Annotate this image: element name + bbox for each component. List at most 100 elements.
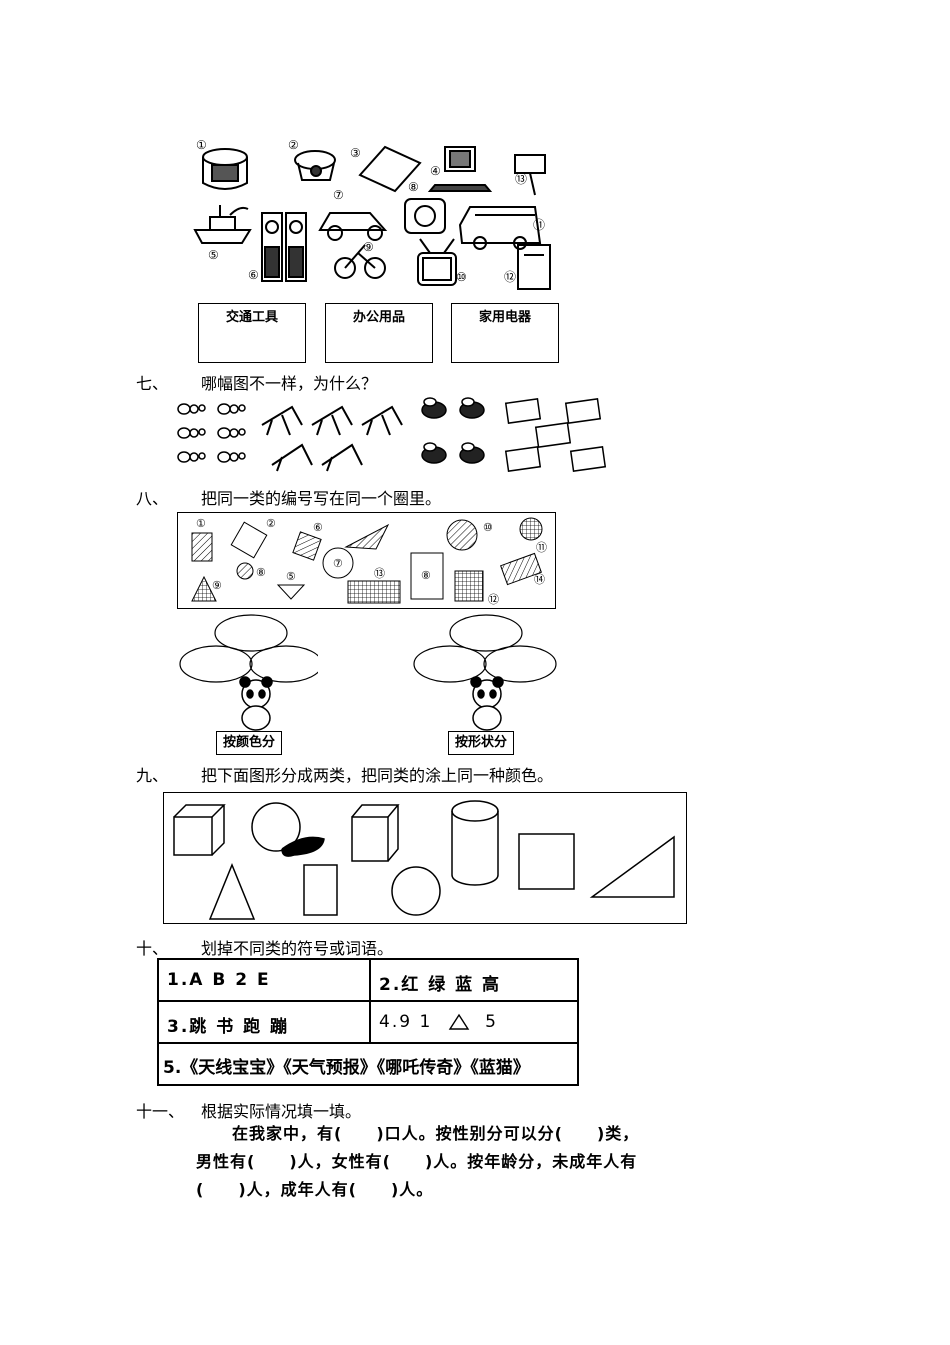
svg-text:②: ② — [288, 138, 299, 152]
square-shape — [518, 833, 575, 890]
svg-text:⑭: ⑭ — [534, 573, 545, 586]
q11-line-1: 在我家中，有( )口人。按性别分可以分( )类， — [232, 1124, 640, 1143]
svg-text:③: ③ — [350, 146, 361, 160]
triangle-icon — [448, 1013, 469, 1030]
shape-11 — [519, 517, 543, 541]
bee-icon — [421, 397, 485, 464]
svg-text:⑨: ⑨ — [363, 240, 374, 254]
shape-8 — [236, 562, 254, 580]
svg-text:⑧: ⑧ — [408, 180, 419, 194]
q11-line-3: ( )人，成年人有( )人。 — [196, 1180, 434, 1199]
svg-text:⑩: ⑩ — [483, 521, 493, 534]
ant-icon — [177, 403, 246, 463]
q10-number: 十、 — [136, 939, 169, 958]
q9-number: 九、 — [136, 766, 169, 785]
category-box-transport: 交通工具 — [198, 303, 306, 363]
panda-icon — [239, 676, 273, 731]
shape-5 — [276, 584, 306, 600]
cell-4-number: 5 — [485, 1012, 498, 1032]
q7-number: 七、 — [136, 374, 169, 393]
q7-svg — [177, 397, 607, 472]
svg-text:②: ② — [266, 517, 276, 530]
mantis-icon — [261, 405, 403, 472]
shape-10 — [446, 519, 478, 551]
svg-text:⑪: ⑪ — [533, 218, 545, 232]
bus-icon — [458, 206, 542, 250]
q11-number: 十一、 — [136, 1102, 185, 1121]
panda-icon — [470, 676, 504, 731]
category-box-office: 办公用品 — [325, 303, 433, 363]
circle-shape — [391, 866, 441, 916]
radio-icon — [404, 198, 446, 234]
table-vline — [369, 960, 371, 1042]
svg-text:⑤: ⑤ — [286, 570, 296, 583]
svg-text:⑤: ⑤ — [208, 248, 219, 262]
q11-text: 根据实际情况填一填。 — [201, 1102, 362, 1121]
svg-text:⑦: ⑦ — [333, 557, 343, 570]
rice-cooker-icon — [202, 148, 248, 190]
cube-shape — [173, 804, 226, 856]
svg-text:⑧: ⑧ — [256, 566, 266, 579]
shape-2 — [230, 521, 268, 559]
shape-triangle-hatched — [344, 523, 390, 550]
svg-text:⑫: ⑫ — [504, 270, 516, 284]
table-hline-1 — [159, 1000, 577, 1002]
svg-text:⑦: ⑦ — [333, 188, 344, 202]
computer-icon — [427, 146, 493, 192]
rectangle-shape — [303, 864, 338, 916]
right-triangle-shape — [589, 835, 675, 898]
q8-text: 把同一类的编号写在同一个圈里。 — [201, 489, 442, 508]
q9-shapes-svg — [173, 800, 675, 920]
q8-shapes-box: ① ② ⑥ ⑩ ⑪ ⑦ ⑧ ⑨ ⑤ ⑬ ⑧ ⑫ ⑭ — [177, 512, 556, 609]
items-illustration: ① ② ③ ④ ⑬ ⑤ — [190, 135, 560, 295]
hair-dryer-icon — [514, 154, 546, 196]
table-hline-2 — [159, 1042, 577, 1044]
q9-shapes-box — [163, 792, 687, 924]
cell-3: 3.跳 书 跑 蹦 — [167, 1017, 290, 1037]
category-box-appliance: 家用电器 — [451, 303, 559, 363]
q9-text: 把下面图形分成两类，把同类的涂上同一种颜色。 — [201, 766, 554, 785]
bicycle-icon — [334, 244, 386, 279]
newspaper-icon — [504, 398, 607, 472]
svg-text:⑬: ⑬ — [515, 172, 527, 186]
triangle-shape — [208, 863, 256, 920]
q11-line-2: 男性有( )人，女性有( )人。按年龄分，未成年人有 — [196, 1152, 638, 1171]
tag-by-shape: 按形状分 — [448, 731, 515, 755]
item-number: ① — [196, 138, 207, 152]
q8-number: 八、 — [136, 489, 169, 508]
svg-text:⑬: ⑬ — [374, 567, 385, 580]
shape-1 — [191, 532, 213, 562]
cell-4: 4.9 1 5 — [379, 1012, 498, 1032]
svg-text:⑥: ⑥ — [248, 268, 259, 282]
shape-14 — [500, 552, 542, 586]
q8-circles-right — [412, 614, 557, 734]
shape-6 — [292, 531, 322, 561]
cell-4-text: 4.9 1 — [379, 1012, 433, 1032]
cell-1: 1.A B 2 E — [167, 970, 271, 990]
svg-text:⑪: ⑪ — [536, 541, 547, 554]
telephone-icon — [294, 150, 336, 181]
svg-text:①: ① — [196, 517, 206, 530]
shape-13 — [347, 580, 401, 604]
q10-text: 划掉不同类的符号或词语。 — [201, 939, 394, 958]
q7-illustration — [172, 395, 612, 473]
shape-big-rect — [410, 552, 444, 600]
q8-circles-left — [178, 614, 323, 734]
items-svg: ① ② ③ ④ ⑬ ⑤ — [193, 138, 551, 290]
sphere-shape — [251, 802, 325, 857]
q7-text: 哪幅图不一样，为什么？ — [201, 374, 378, 393]
notebook-icon — [517, 244, 551, 290]
book-icon — [358, 145, 422, 193]
speaker-icon — [261, 212, 307, 282]
cell-5: 5.《天线宝宝》《天气预报》《哪吒传奇》《蓝猫》 — [163, 1058, 530, 1078]
tag-by-color: 按颜色分 — [216, 731, 283, 755]
shape-9 — [191, 575, 217, 602]
television-icon — [417, 238, 457, 286]
cuboid-shape — [351, 804, 400, 862]
circles-left-svg — [179, 614, 323, 731]
svg-text:⑨: ⑨ — [212, 579, 222, 592]
cell-2: 2.红 绿 蓝 高 — [379, 975, 502, 995]
q10-table: 1.A B 2 E 2.红 绿 蓝 高 3.跳 书 跑 蹦 4.9 1 5 5.… — [157, 958, 579, 1086]
q8-shapes-svg: ① ② ⑥ ⑩ ⑪ ⑦ ⑧ ⑨ ⑤ ⑬ ⑧ ⑫ ⑭ — [191, 517, 547, 606]
svg-text:⑧: ⑧ — [421, 569, 431, 582]
